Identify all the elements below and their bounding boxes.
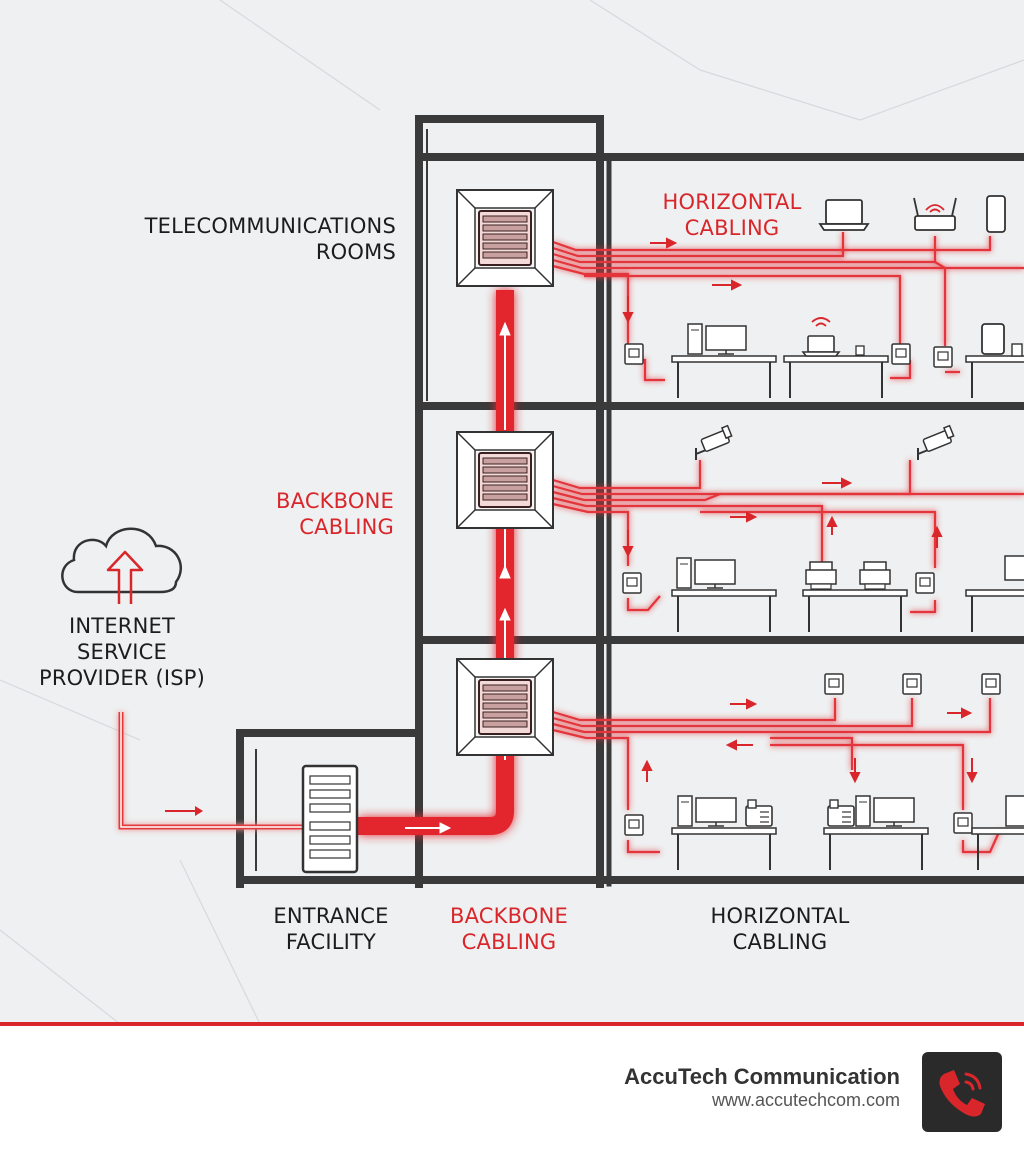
wall-jack-icon [891,343,911,365]
wall-jack-icon [622,572,642,594]
laptop-icon [818,199,870,231]
wall-jack-icon [953,812,973,834]
desk [965,589,1024,633]
horizontal-top-line-2: CABLING [684,216,780,240]
wall-jack-icon [981,673,1001,695]
telecom-rooms-line-2: ROOMS [315,240,396,264]
tablet-icon [981,323,1023,357]
cloud-upload-icon [61,527,182,604]
horizontal-cables [552,232,1024,854]
entrance-line-1: ENTRANCE [273,904,389,928]
smartphone-icon [986,195,1006,233]
backbone-cable [358,290,514,835]
desk [671,355,777,399]
backbone-side-line-2: CABLING [299,515,394,539]
printer-icon [805,561,837,590]
footer-divider [0,1022,1024,1026]
desk [671,827,777,871]
desk [783,355,889,399]
desk-phone-icon [827,799,855,827]
security-camera-icon [917,424,955,461]
isp-line-2: SERVICE [77,640,167,664]
isp-cable [118,712,305,830]
horizontal-cabling-bottom-label: HORIZONTAL CABLING [700,903,860,955]
building-structure [236,115,1024,888]
company-name: AccuTech Communication [624,1064,900,1089]
diagram-stage: TELECOMMUNICATIONS ROOMS HORIZONTAL CABL… [0,0,1024,1024]
desk [671,589,777,633]
wall-jack-icon [915,572,935,594]
horizontal-top-line-1: HORIZONTAL [662,190,802,214]
isp-arrow [165,806,203,816]
desk-phone-icon [745,799,773,827]
background-lines [0,0,1024,1024]
telecom-rooms-line-1: TELECOMMUNICATIONS [144,214,396,238]
backbone-side-line-1: BACKBONE [276,489,394,513]
backbone-cabling-side-label: BACKBONE CABLING [276,488,394,540]
isp-label: INTERNET SERVICE PROVIDER (ISP) [22,613,222,691]
desk [971,827,1024,871]
backbone-bottom-line-1: BACKBONE [450,904,568,928]
laptop-icon [801,317,865,357]
wall-jack-icon [624,814,644,836]
desk [965,355,1024,399]
horizontal-cabling-top-label: HORIZONTAL CABLING [652,189,812,241]
phone-icon [922,1052,1002,1132]
patch-panel-icon [456,431,554,529]
entrance-line-2: FACILITY [285,930,377,954]
footer [0,1026,1024,1154]
desktop-computer-icon [855,795,915,827]
printer-icon [859,561,891,590]
patch-panel-icon [456,658,554,756]
company-url: www.accutechcom.com [711,1090,900,1110]
security-camera-icon [695,424,733,461]
desktop-computer-icon [1005,795,1024,827]
horizontal-bottom-line-1: HORIZONTAL [710,904,850,928]
backbone-bottom-line-2: CABLING [461,930,557,954]
wall-jack-icon [624,343,644,365]
desktop-computer-icon [687,323,747,355]
server-rack-icon [301,764,359,874]
entrance-facility-label: ENTRANCE FACILITY [256,903,406,955]
desktop-computer-icon [677,795,737,827]
wall-jack-icon [933,346,953,368]
horizontal-bottom-line-2: CABLING [732,930,828,954]
structured-cabling-diagram [0,0,1024,1024]
desk [823,827,929,871]
desktop-computer-icon [676,557,736,589]
backbone-cabling-bottom-label: BACKBONE CABLING [434,903,584,955]
isp-line-3: PROVIDER (ISP) [38,666,206,690]
desktop-computer-icon [1004,555,1024,581]
desk [802,589,908,633]
telecom-rooms-label: TELECOMMUNICATIONS ROOMS [145,213,396,265]
wifi-router-icon [913,197,957,231]
patch-panel-icon [456,189,554,287]
flow-arrows [622,237,978,784]
wall-jack-icon [902,673,922,695]
wall-jack-icon [824,673,844,695]
isp-line-1: INTERNET [69,614,175,638]
